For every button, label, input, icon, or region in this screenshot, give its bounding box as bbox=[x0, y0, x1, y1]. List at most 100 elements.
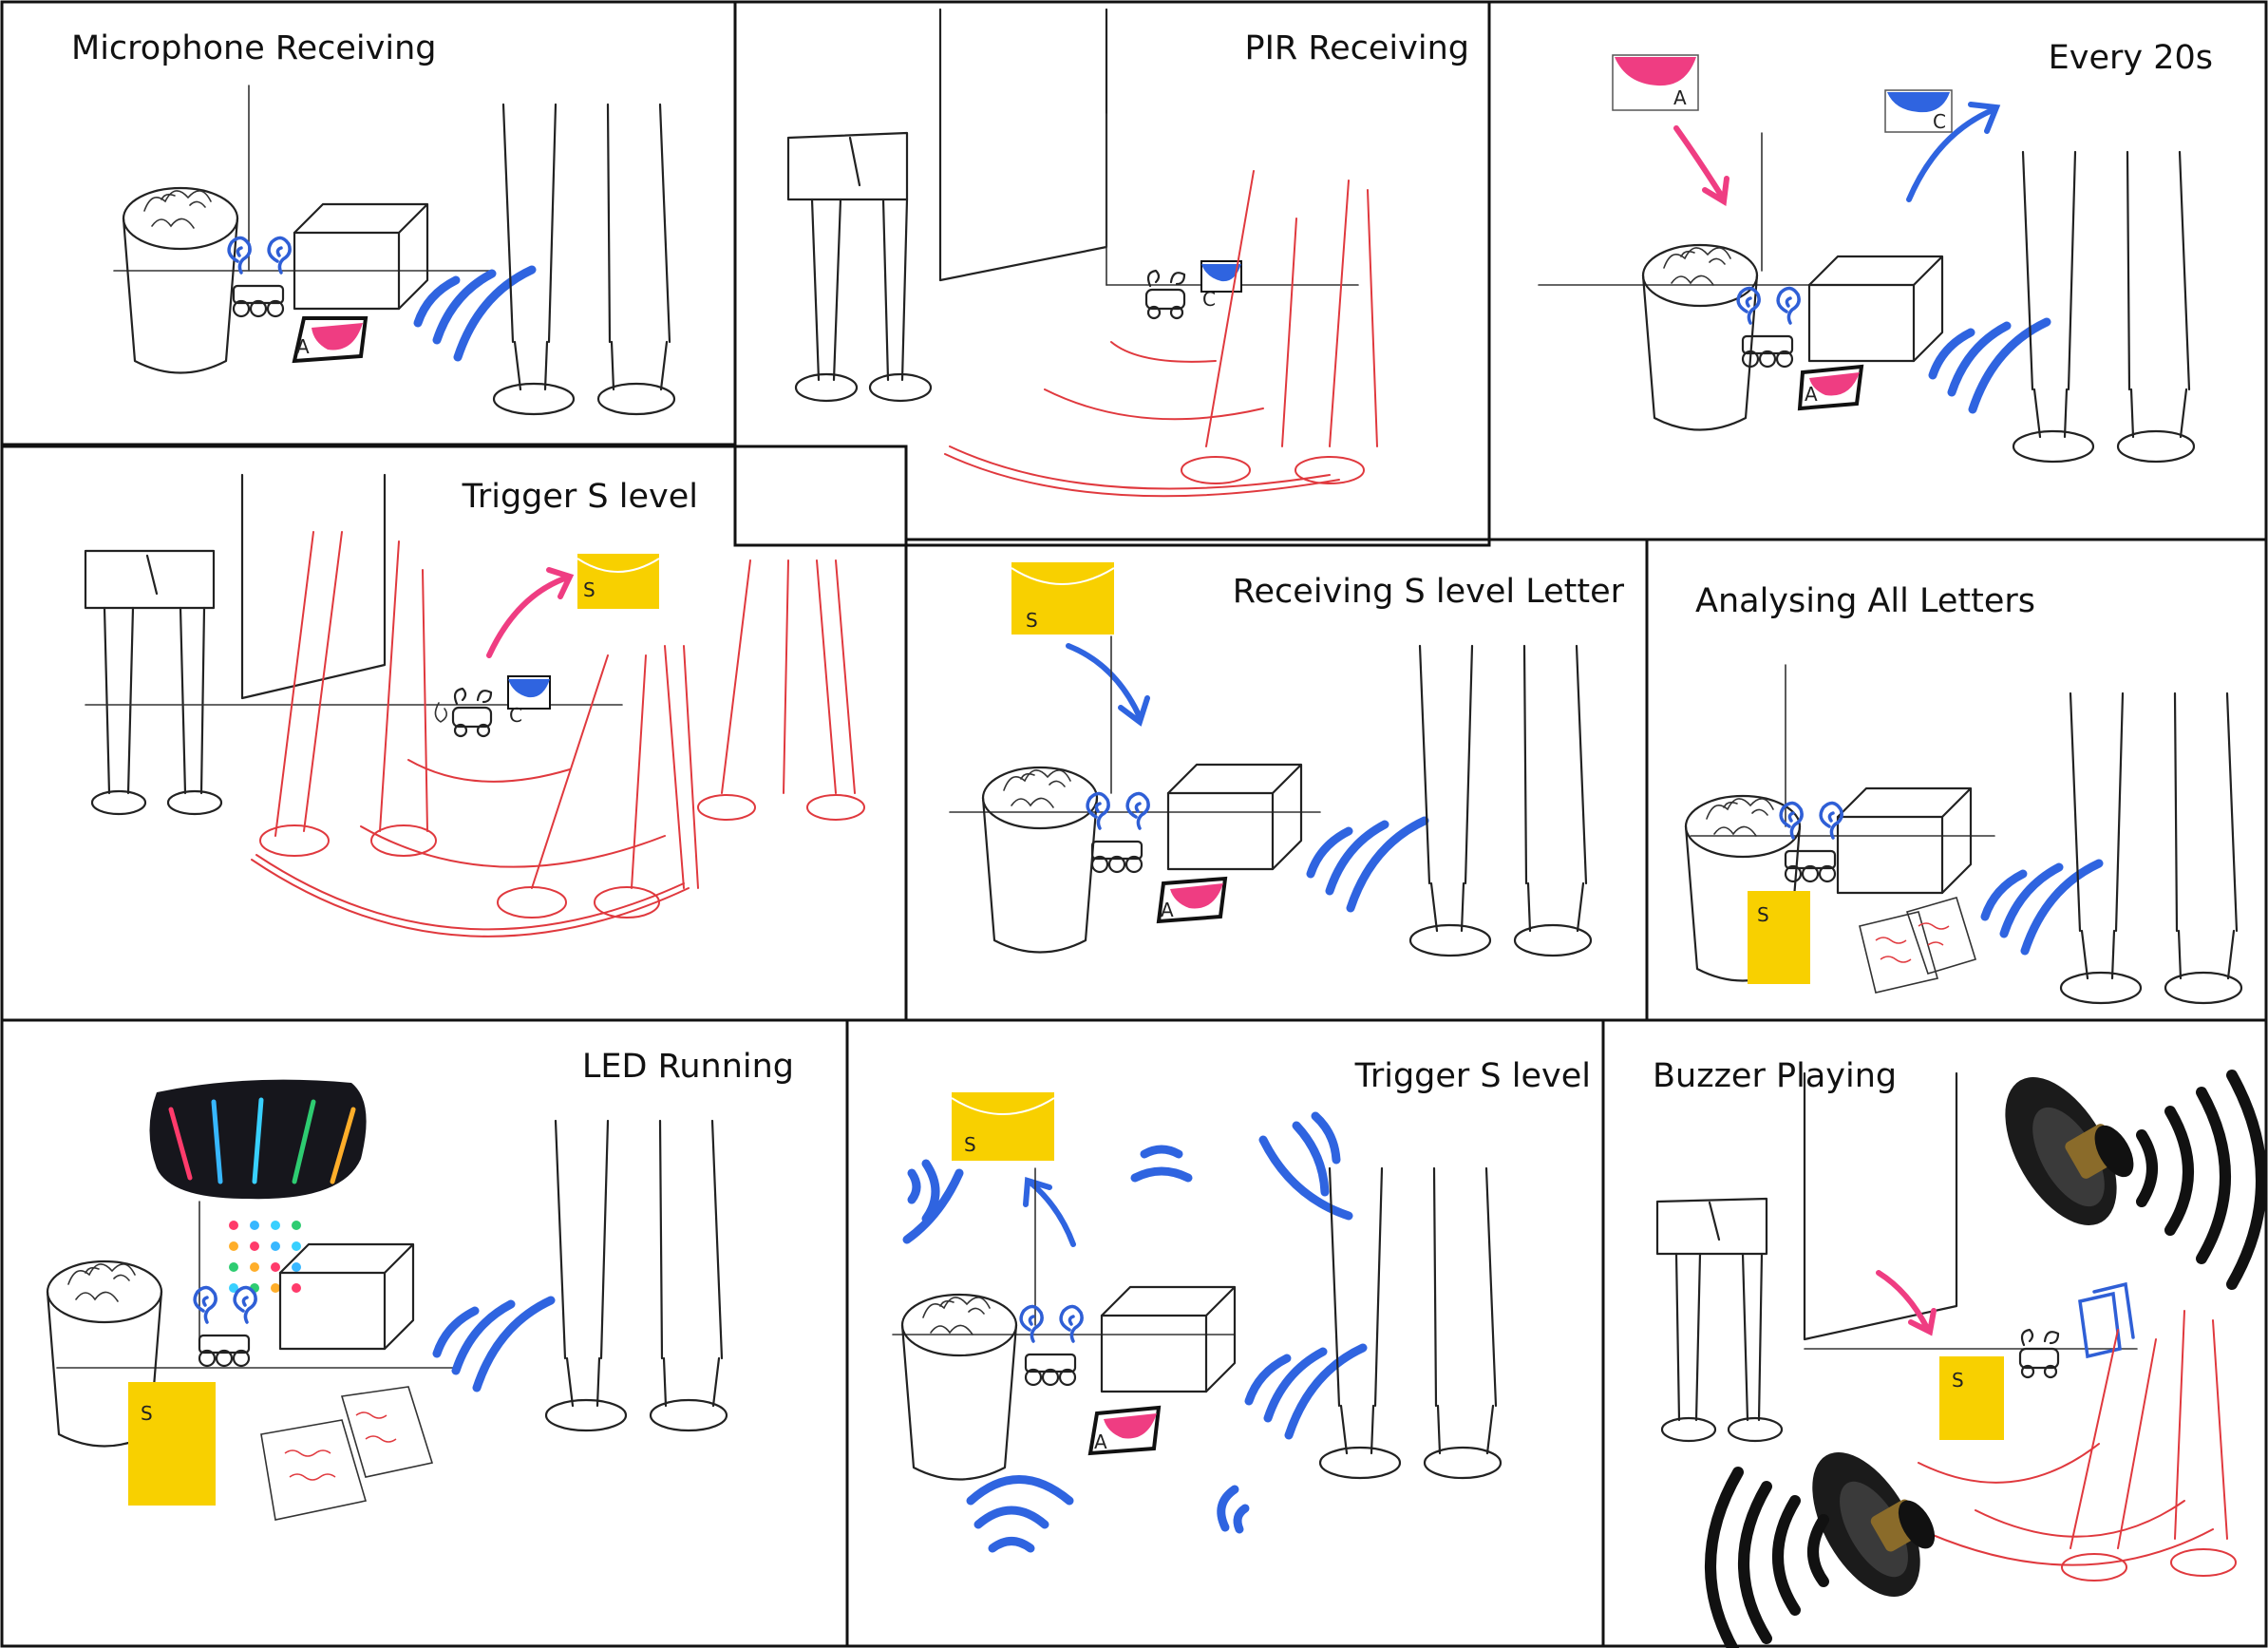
svg-text:A: A bbox=[296, 335, 310, 358]
sound-wave-icon bbox=[1130, 1145, 1193, 1183]
robot-icon bbox=[2018, 1328, 2060, 1379]
sound-wave-icon bbox=[1705, 1467, 1829, 1648]
panel-4-title: Trigger S level bbox=[462, 478, 698, 516]
led-dot bbox=[271, 1221, 280, 1230]
panel-6-scene: S bbox=[1684, 664, 2243, 1005]
svg-text:A: A bbox=[1673, 86, 1687, 109]
box-icon bbox=[1100, 1285, 1237, 1393]
arrow-icon bbox=[1876, 1270, 1937, 1336]
led-bar-icon bbox=[149, 1079, 367, 1200]
svg-text:A: A bbox=[1161, 899, 1174, 921]
robot-icon bbox=[1019, 1304, 1084, 1387]
svg-text:C: C bbox=[509, 704, 522, 727]
box-icon bbox=[1807, 255, 1944, 363]
arrow-icon bbox=[1066, 643, 1150, 727]
paper-sheets bbox=[260, 1386, 434, 1521]
trash-bin-icon bbox=[900, 1293, 1018, 1481]
svg-text:C: C bbox=[1933, 110, 1946, 133]
trash-bin-icon bbox=[981, 766, 1099, 954]
sound-wave-icon bbox=[437, 1300, 551, 1388]
led-dots bbox=[229, 1221, 301, 1293]
envelope-icon: A bbox=[292, 316, 369, 364]
envelope-icon: A bbox=[1797, 364, 1864, 411]
sound-wave-icon bbox=[1258, 1111, 1353, 1221]
robot-icon bbox=[1086, 791, 1150, 874]
led-dot bbox=[250, 1221, 259, 1230]
person-legs bbox=[2012, 150, 2196, 464]
led-dot bbox=[250, 1241, 259, 1251]
svg-text:A: A bbox=[1094, 1430, 1107, 1453]
panel-5-title: Receiving S level Letter bbox=[1233, 573, 1625, 611]
person-legs bbox=[1408, 644, 1593, 957]
led-dot bbox=[292, 1262, 301, 1272]
panel-1-scene: A bbox=[113, 85, 676, 416]
led-dot bbox=[229, 1241, 238, 1251]
trash-bin-icon bbox=[122, 186, 239, 374]
svg-text:S: S bbox=[583, 578, 595, 601]
panel-3-frame bbox=[1487, 0, 2268, 541]
panel-3-scene: A C A bbox=[1538, 54, 2196, 464]
panel-9-frame bbox=[1601, 1018, 2268, 1648]
box-icon bbox=[1166, 763, 1303, 871]
envelope-icon: S bbox=[951, 1092, 1055, 1161]
sound-wave-icon bbox=[1249, 1348, 1363, 1435]
sound-wave-icon bbox=[1217, 1485, 1250, 1534]
sound-wave-icon bbox=[2136, 1070, 2267, 1290]
paper-sheets bbox=[1859, 897, 1977, 994]
led-dot bbox=[250, 1262, 259, 1272]
envelope-icon: S bbox=[1748, 891, 1810, 984]
led-dot bbox=[229, 1283, 238, 1293]
svg-text:S: S bbox=[1026, 609, 1038, 632]
envelope-icon: C bbox=[1884, 89, 1953, 133]
person-legs bbox=[492, 103, 676, 416]
panel-3-title: Every 20s bbox=[2049, 39, 2213, 77]
person-legs bbox=[544, 1119, 728, 1432]
arrow-icon bbox=[1906, 102, 2001, 202]
envelope-icon: S bbox=[128, 1382, 216, 1506]
envelope-icon: S bbox=[1939, 1356, 2004, 1440]
envelope-icon: S bbox=[1011, 562, 1115, 635]
panel-6-title: Analysing All Letters bbox=[1695, 582, 2035, 620]
svg-text:S: S bbox=[1952, 1369, 1964, 1392]
led-dot bbox=[292, 1241, 301, 1251]
arrow-icon bbox=[1023, 1177, 1076, 1247]
sound-wave-icon bbox=[966, 1475, 1074, 1553]
panel-4-scene: C S bbox=[84, 473, 865, 938]
sound-wave-icon bbox=[902, 1159, 964, 1244]
envelope-icon: C bbox=[1200, 260, 1242, 311]
paper-sheets bbox=[2078, 1281, 2135, 1359]
panel-7-title: LED Running bbox=[582, 1048, 794, 1086]
box-icon bbox=[293, 202, 429, 311]
panel-9-scene: S bbox=[1655, 1070, 2267, 1648]
speaker-icon bbox=[1812, 1452, 1936, 1597]
robot-icon bbox=[1144, 269, 1186, 320]
panel-8-scene: S A bbox=[892, 1092, 1503, 1553]
led-dot bbox=[271, 1262, 280, 1272]
envelope-icon: A bbox=[1156, 876, 1228, 924]
robot-icon bbox=[227, 236, 292, 318]
speaker-icon bbox=[2005, 1077, 2134, 1225]
envelope-icon: A bbox=[1087, 1405, 1162, 1456]
envelope-icon: S bbox=[576, 554, 660, 609]
arrow-icon bbox=[1673, 125, 1729, 206]
robot-icon bbox=[193, 1285, 257, 1368]
led-dot bbox=[271, 1283, 280, 1293]
box-icon bbox=[1836, 786, 1973, 895]
led-dot bbox=[292, 1221, 301, 1230]
panel-1-frame bbox=[0, 0, 737, 446]
robot-icon bbox=[1736, 286, 1801, 369]
arrow-icon bbox=[486, 567, 575, 658]
robot-icon bbox=[451, 687, 493, 738]
panel-5-scene: S A bbox=[949, 562, 1593, 957]
svg-text:S: S bbox=[1757, 903, 1769, 926]
svg-text:S: S bbox=[141, 1402, 153, 1425]
trash-bin-icon bbox=[1641, 243, 1759, 431]
panel-9-title: Buzzer Playing bbox=[1653, 1057, 1897, 1095]
panel-2-scene: C bbox=[786, 8, 1378, 498]
led-dot bbox=[292, 1283, 301, 1293]
panel-1-title: Microphone Receiving bbox=[71, 29, 436, 67]
envelope-icon: A bbox=[1612, 54, 1699, 111]
panel-2-title: PIR Receiving bbox=[1245, 29, 1470, 67]
sound-wave-icon bbox=[1311, 821, 1425, 908]
